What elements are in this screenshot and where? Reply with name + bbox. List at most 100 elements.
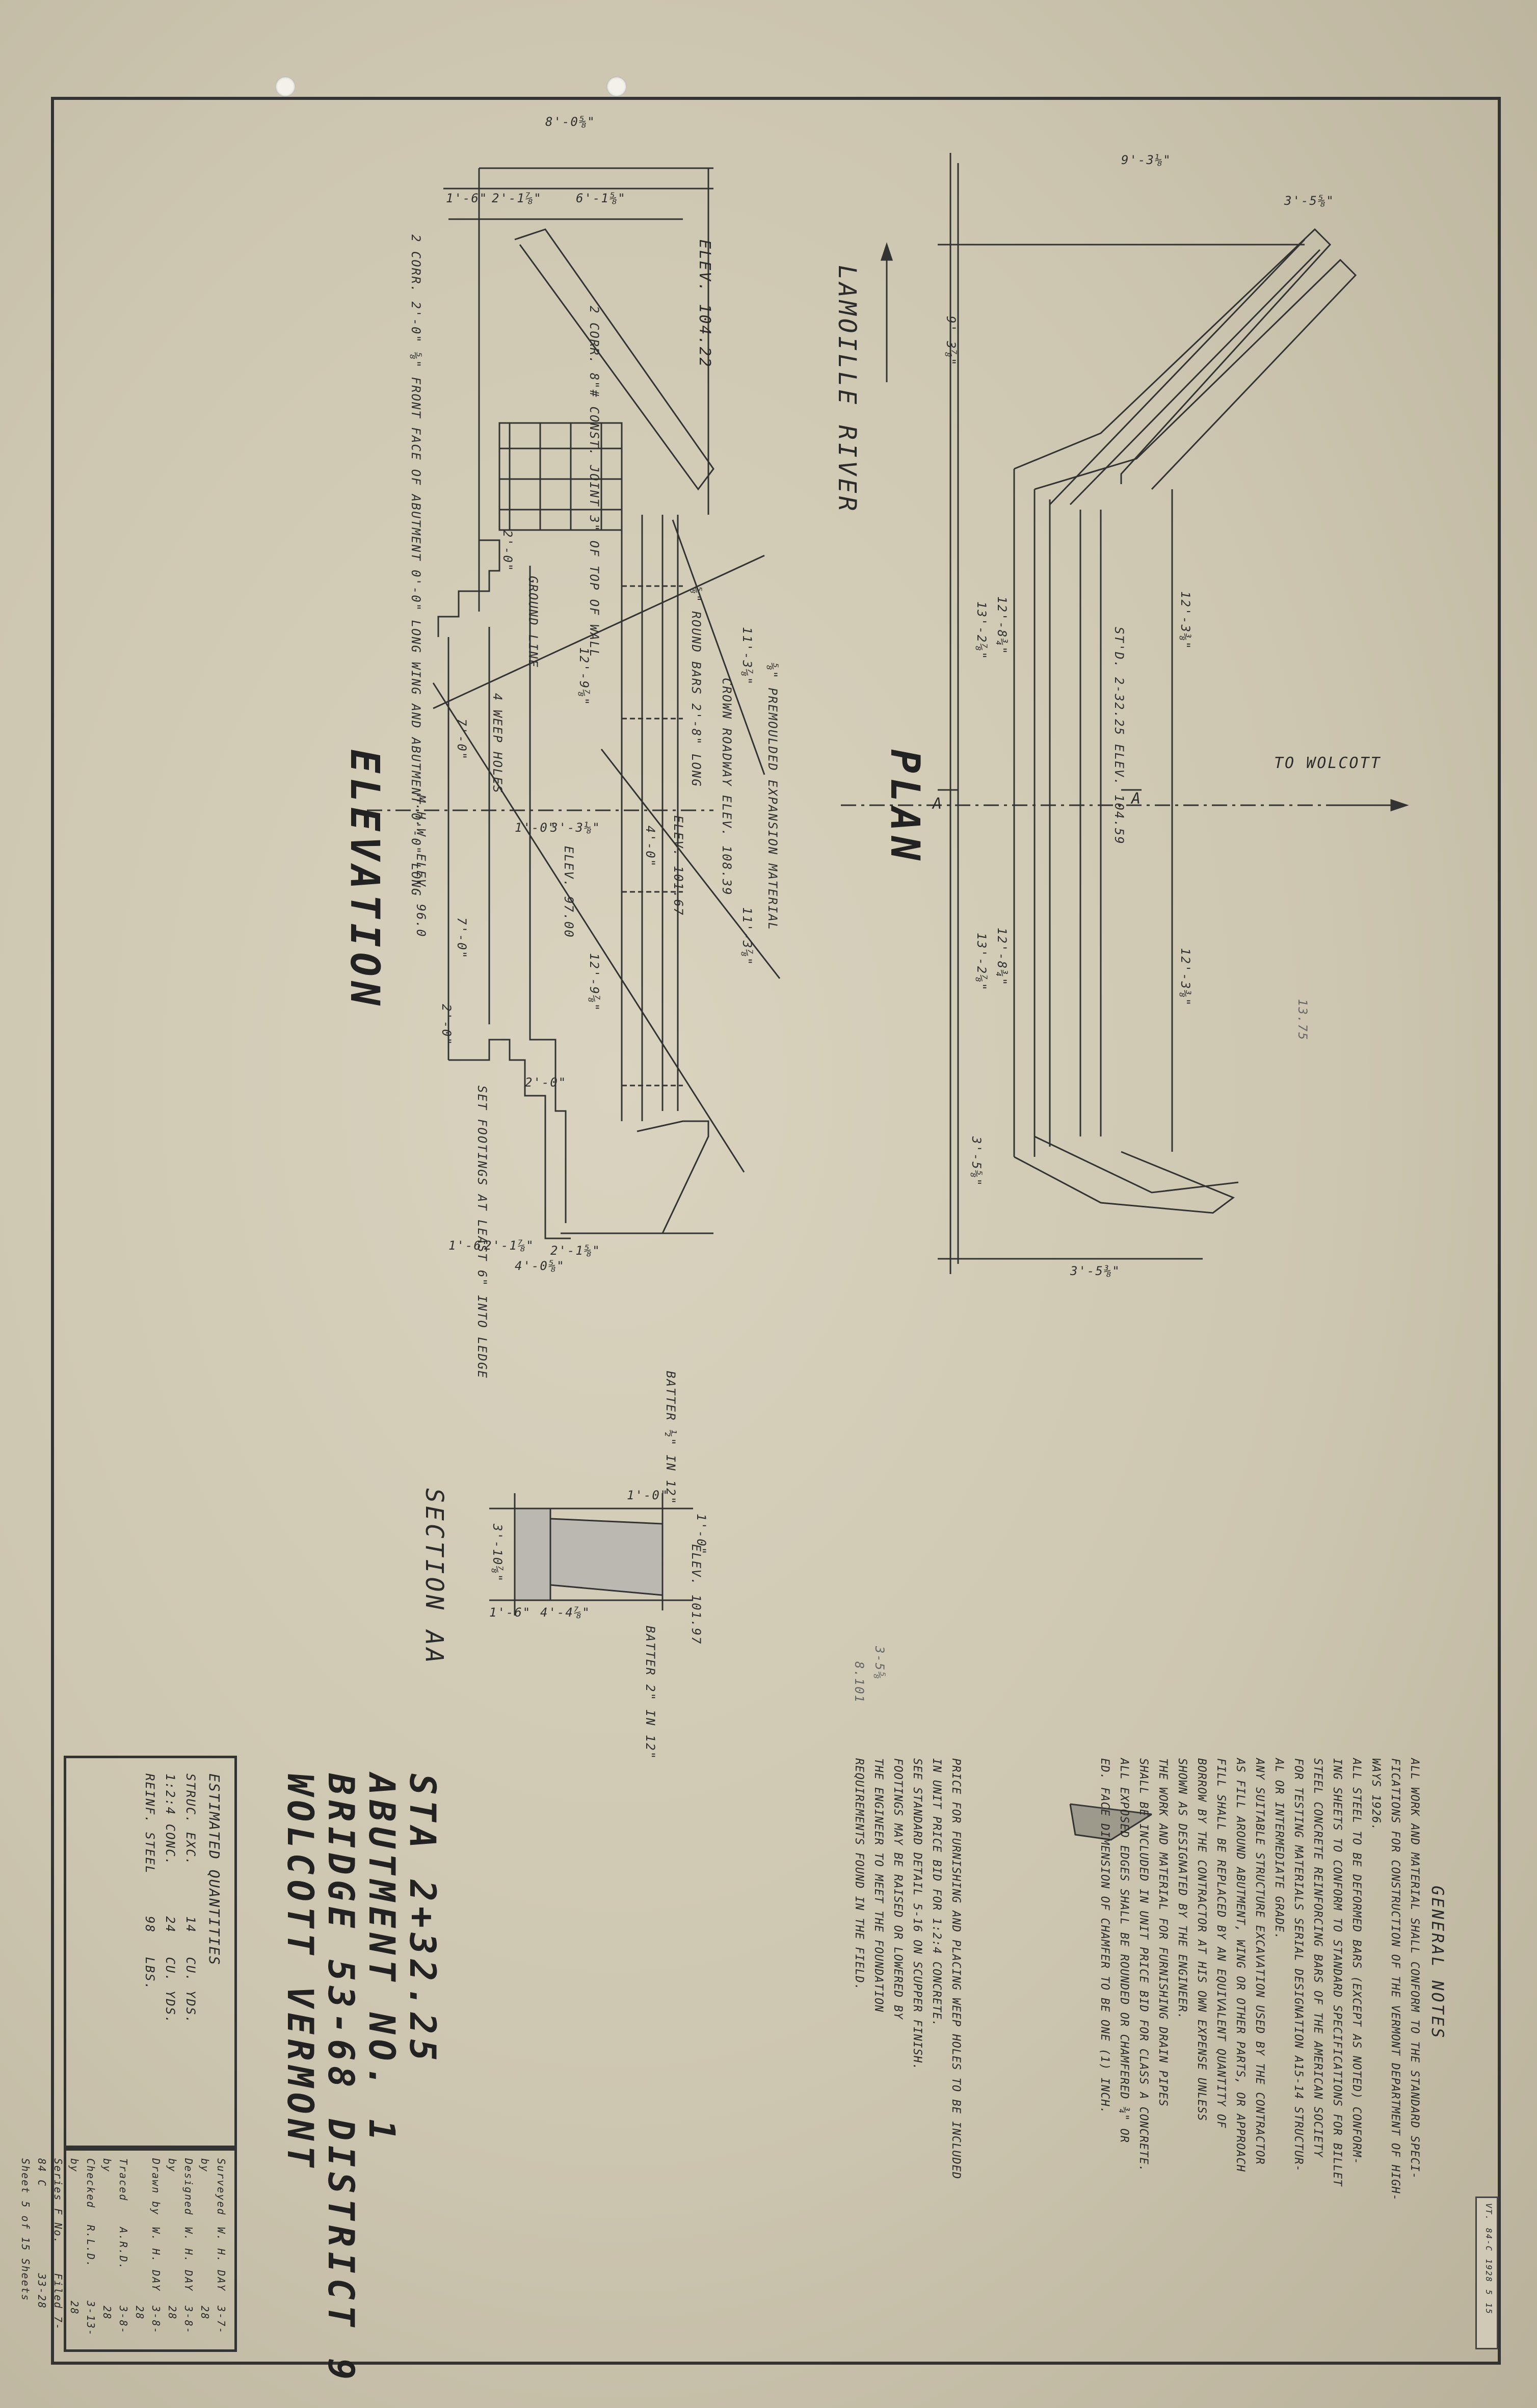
- elev-misc: ELEV. 101.67: [671, 815, 685, 916]
- note-line: AL OR INTERMEDIATE GRADE.: [1273, 1758, 1285, 1940]
- plan-dim: 9'-3⅞": [944, 316, 958, 366]
- elev-label: 2 CORR. 8"# CONST. JOINT 3" OF TOP OF WA…: [587, 306, 601, 658]
- signoff-row: Checked by R.L.D. 3-13-28: [66, 2158, 99, 2347]
- signoff-date: 3-8-28: [166, 2306, 195, 2335]
- elev-label: 2'-0": [500, 530, 515, 572]
- ref-cell: 84-C: [1484, 2228, 1494, 2252]
- elev-dim-bottom: 2'-1⅝": [550, 1243, 601, 1258]
- note-line: WAYS 1926.: [1369, 1758, 1382, 1831]
- signoff-label: Surveyed by: [199, 2158, 227, 2216]
- border-frame: [51, 97, 1501, 2365]
- section-label: 4'-4⅞": [540, 1605, 591, 1620]
- note-line: SEE STANDARD DETAIL 5-16 ON SCUPPER FINI…: [911, 1758, 923, 2071]
- reference-box: VT. 84-C 1928 5 15: [1475, 2197, 1498, 2349]
- section-aa-view: [489, 1493, 693, 1616]
- signoff-label: Traced by: [101, 2158, 129, 2202]
- note-line: ALL WORK AND MATERIAL SHALL CONFORM TO T…: [1408, 1758, 1421, 2180]
- quantity-unit: CU. YDS.: [163, 1957, 177, 2024]
- elevation-view: [367, 167, 781, 1239]
- ref-cell: 1928: [1484, 2259, 1494, 2283]
- title-location: WOLCOTT VERMONT: [279, 1774, 321, 2173]
- section-label: 1'-0": [627, 1488, 669, 1502]
- elev-label: 1'-0": [515, 821, 557, 835]
- section-mark-right: A: [1131, 790, 1143, 808]
- elev-dim-bottom: 1'-6": [448, 1238, 491, 1253]
- quantity-row: 1:2:4 CONC. 24 CU. YDS.: [160, 1774, 180, 2140]
- punch-hole: [275, 76, 296, 97]
- note-line: SHALL BE INCLUDED IN UNIT PRICE BID FOR …: [1137, 1758, 1150, 2172]
- series-row: Series F No. 84 C Filed 7-33-28: [34, 2158, 66, 2347]
- title-sta: STA 2+32.25: [402, 1774, 443, 2066]
- signoff-label: Designed by: [166, 2158, 195, 2216]
- plan-dim: 3'-5⅜": [1070, 1264, 1121, 1278]
- ref-row: VT. 84-C 1928 5 15: [1481, 2203, 1496, 2346]
- plan-dim: 12'-8¾": [995, 928, 1009, 987]
- quantity-item: STRUC. EXC.: [183, 1774, 198, 1866]
- section-label: 1'-0": [694, 1514, 708, 1556]
- note-line: FILL SHALL BE REPLACED BY AN EQUIVALENT …: [1214, 1758, 1227, 2129]
- note-line: PRICE FOR FURNISHING AND PLACING WEEP HO…: [949, 1758, 962, 2180]
- note-line: BORROW BY THE CONTRACTOR AT HIS OWN EXPE…: [1195, 1758, 1208, 2122]
- signoff-date: 3-8-28: [134, 2306, 162, 2335]
- elev-label: 3'-3⅛": [550, 821, 601, 835]
- plan-title: PLAN: [882, 749, 927, 865]
- elev-label: 11'-3⅞": [740, 907, 754, 966]
- elev-label: ⅝" PREMOULDED EXPANSION MATERIAL: [765, 663, 780, 931]
- signoff-row: Traced by A.R.D. 3-8-28: [99, 2158, 131, 2347]
- note-line: [1076, 1758, 1094, 2268]
- note-line: ALL STEEL TO BE DEFORMED BARS (EXCEPT AS…: [1350, 1758, 1363, 2165]
- section-label: 3'-10⅞": [490, 1524, 505, 1583]
- elev-dim-top: 2'-1⅞": [492, 191, 542, 205]
- series-number: Series F No. 84 C: [36, 2158, 64, 2244]
- note-line: REQUIREMENTS FOUND IN THE FIELD.: [853, 1758, 865, 1991]
- river-label: LAMOILLE RIVER: [833, 265, 861, 514]
- note-line: ANY SUITABLE STRUCTURE EXCAVATION USED B…: [1253, 1758, 1266, 2165]
- elev-label: SET FOOTINGS AT LEAST 6" INTO LEDGE: [475, 1086, 489, 1379]
- plan-elev-note: ST'D. 2-32.25 ELEV. 104.59: [1112, 627, 1126, 845]
- section-label: 1'-6": [489, 1605, 532, 1620]
- elev-label: ELEV. 104.22: [696, 240, 713, 368]
- signoff-row: Drawn by W. H. DAY 3-8-28: [131, 2158, 164, 2347]
- note-line: THE ENGINEER TO MEET THE FOUNDATION: [872, 1758, 885, 2013]
- elev-dim-top: 1'-6": [446, 191, 488, 205]
- signoff-name: W. H. DAY: [150, 2227, 162, 2292]
- elev-dim-top: 6'-1⅝": [576, 191, 626, 205]
- signoff-name: A.R.D.: [117, 2227, 129, 2270]
- filed-date: Filed 7-33-28: [36, 2273, 64, 2331]
- section-aa-title: SECTION AA: [420, 1488, 448, 1666]
- quantity-value: 14: [183, 1916, 198, 1933]
- elev-label: GROUND LINE: [526, 576, 540, 668]
- elev-label: 7'-0": [455, 917, 469, 960]
- ref-cell: 15: [1484, 2303, 1494, 2315]
- quantity-unit: LBS.: [143, 1957, 157, 1991]
- signoff-block: Surveyed by W. H. DAY 3-7-28 Designed by…: [19, 2148, 237, 2352]
- note-line: THE WORK AND MATERIAL FOR FURNISHING DRA…: [1156, 1758, 1169, 2107]
- note-line: ALL EXPOSED EDGES SHALL BE ROUNDED OR CH…: [1118, 1758, 1130, 2143]
- note-line: AS FILL AROUND ABUTMENT, WING OR OTHER P…: [1234, 1758, 1247, 2172]
- note-line: ED. FACE DIMENSION OF CHAMFER TO BE ONE …: [1098, 1758, 1111, 2114]
- notes-title: GENERAL NOTES: [1428, 1886, 1447, 2040]
- quantity-row: REINF. STEEL 98 LBS.: [140, 1774, 160, 2140]
- elev-label: 7'-0": [455, 719, 469, 761]
- signoff-date: 3-13-28: [68, 2300, 97, 2337]
- elev-label: ELEV. 97.00: [562, 846, 576, 938]
- elevation-title: ELEVATION: [341, 749, 387, 1011]
- signoff-date: 3-7-28: [199, 2306, 227, 2335]
- elev-label: 2 CORR. 2'-0" ⅝" FRONT FACE OF ABUTMENT …: [409, 234, 423, 897]
- sheet-row: Sheet 5 of 15 Sheets: [19, 2158, 32, 2301]
- note-line: FOR TESTING MATERIALS SERIAL DESIGNATION…: [1292, 1758, 1305, 2172]
- elev-label: 2'-0": [439, 1004, 454, 1046]
- quantity-item: REINF. STEEL: [143, 1774, 157, 1874]
- plan-view: [841, 153, 1409, 1274]
- elev-misc: 4'-0": [643, 826, 657, 868]
- title-bridge: BRIDGE 53-68 DISTRICT 9: [320, 1774, 362, 2385]
- section-label: ELEV. 101.97: [689, 1544, 703, 1645]
- section-mark-left: A: [933, 795, 944, 813]
- plan-dim: 3'-5⅝": [969, 1136, 984, 1187]
- elev-dim-top: 8'-0⅝": [545, 115, 596, 129]
- pencil-mark: 3-5⅝: [872, 1646, 887, 1680]
- plan-dim: 13'-2⅞": [974, 601, 989, 660]
- note-line: IN UNIT PRICE BID FOR 1:2:4 CONCRETE.: [930, 1758, 943, 2027]
